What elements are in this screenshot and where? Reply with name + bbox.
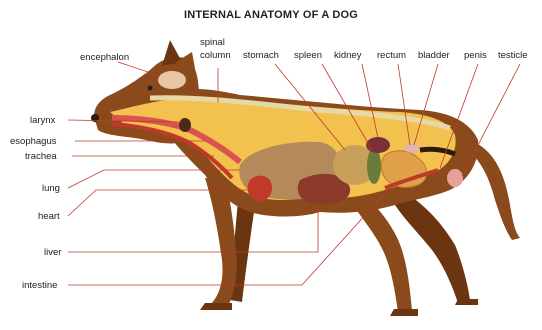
- label-penis: penis: [464, 50, 487, 61]
- label-rectum: rectum: [377, 50, 406, 61]
- label-spinal-line1: spinal: [200, 37, 225, 48]
- label-esophagus: esophagus: [10, 136, 57, 147]
- label-stomach: stomach: [243, 50, 279, 61]
- label-larynx: larynx: [30, 115, 56, 126]
- label-spinal-line2: column: [200, 50, 231, 61]
- label-liver: liver: [44, 247, 61, 258]
- label-bladder: bladder: [418, 50, 450, 61]
- spleen-organ: [367, 148, 381, 184]
- larynx-organ: [179, 118, 191, 132]
- dog-paw-back: [455, 299, 478, 305]
- dog-paw-hind: [390, 309, 418, 316]
- kidney-organ: [366, 137, 390, 153]
- label-encephalon: encephalon: [80, 52, 129, 63]
- label-heart: heart: [38, 211, 60, 222]
- label-intestine: intestine: [22, 280, 57, 291]
- encephalon-organ: [158, 71, 186, 89]
- label-trachea: trachea: [25, 151, 57, 162]
- dog-paw-front: [200, 303, 232, 310]
- label-lung: lung: [42, 183, 60, 194]
- dog-eye: [148, 86, 153, 91]
- label-spleen: spleen: [294, 50, 322, 61]
- testicle-organ: [447, 169, 463, 187]
- bladder-organ: [405, 143, 419, 153]
- label-testicle: testicle: [498, 50, 528, 61]
- label-kidney: kidney: [334, 50, 362, 61]
